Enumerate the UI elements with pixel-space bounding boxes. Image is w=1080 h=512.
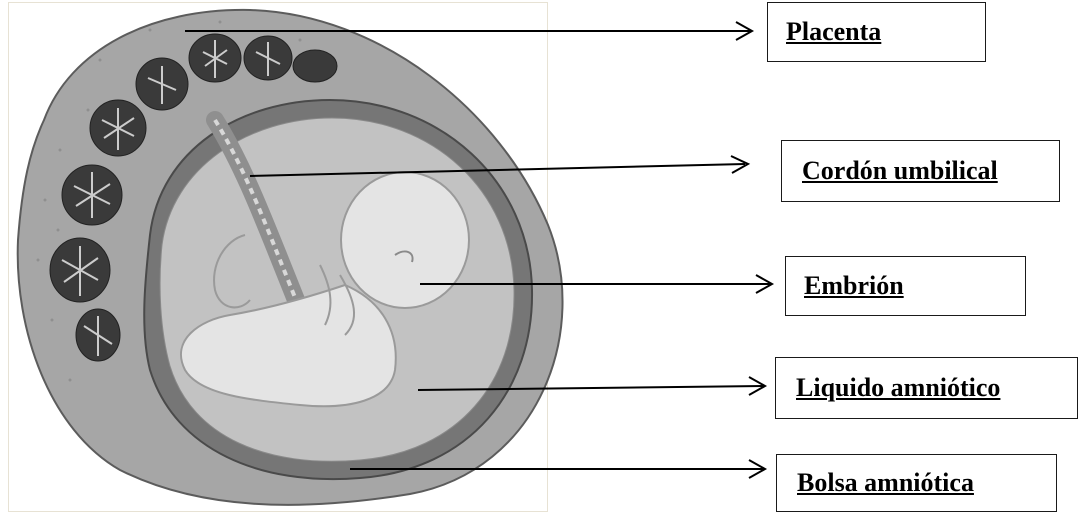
label-embryo: Embrión — [804, 271, 904, 301]
label-box-embryo: Embrión — [785, 256, 1026, 316]
label-amniotic-fluid: Liquido amniótico — [796, 373, 1000, 403]
label-umbilical-cord: Cordón umbilical — [802, 156, 998, 186]
label-box-amniotic-sac: Bolsa amniótica — [776, 454, 1057, 512]
label-box-placenta: Placenta — [767, 2, 986, 62]
label-placenta: Placenta — [786, 17, 881, 47]
label-box-umbilical-cord: Cordón umbilical — [781, 140, 1060, 202]
label-amniotic-sac: Bolsa amniótica — [797, 468, 974, 498]
label-box-amniotic-fluid: Liquido amniótico — [775, 357, 1078, 419]
